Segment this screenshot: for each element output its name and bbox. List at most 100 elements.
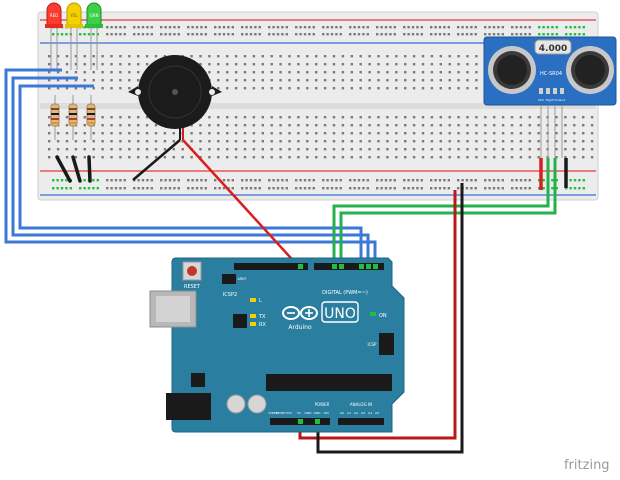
- breadboard-hole: [258, 187, 261, 190]
- breadboard-hole: [359, 116, 362, 119]
- breadboard-hole: [439, 132, 442, 135]
- breadboard-hole: [564, 116, 567, 119]
- breadboard-hole: [297, 79, 300, 82]
- led-yellow-base: [65, 24, 83, 28]
- breadboard-hole: [110, 140, 113, 143]
- breadboard-hole: [466, 124, 469, 127]
- breadboard-hole: [106, 26, 109, 29]
- breadboard-hole: [412, 55, 416, 58]
- breadboard-hole: [128, 79, 131, 82]
- breadboard-hole: [501, 187, 504, 190]
- breadboard-hole: [434, 33, 437, 36]
- breadboard-hole: [119, 26, 122, 29]
- breadboard-hole: [341, 148, 345, 151]
- breadboard-hole: [48, 132, 51, 135]
- breadboard-hole: [83, 71, 86, 74]
- breadboard-hole: [466, 87, 469, 90]
- breadboard-hole: [377, 124, 380, 127]
- breadboard-hole: [384, 26, 388, 29]
- breadboard-hole: [245, 33, 248, 36]
- breadboard-hole: [217, 55, 220, 58]
- breadboard-hole: [110, 132, 113, 135]
- breadboard-hole: [332, 124, 336, 127]
- breadboard-hole: [492, 26, 496, 29]
- breadboard-hole: [252, 156, 256, 159]
- breadboard-hole: [297, 156, 300, 159]
- breadboard-hole: [448, 55, 451, 58]
- breadboard-hole: [421, 148, 425, 151]
- breadboard-hole: [217, 116, 220, 119]
- breadboard-hole: [74, 63, 78, 66]
- breadboard-hole: [332, 132, 336, 135]
- breadboard-hole: [288, 79, 291, 82]
- breadboard-hole: [395, 55, 398, 58]
- on-label: ON: [379, 313, 387, 319]
- breadboard-hole: [357, 26, 361, 29]
- breadboard-hole: [69, 187, 72, 190]
- breadboard-hole: [564, 132, 567, 135]
- breadboard-hole: [306, 87, 309, 90]
- breadboard-hole: [200, 26, 203, 29]
- breadboard-hole: [270, 148, 273, 151]
- breadboard-hole: [92, 140, 95, 143]
- breadboard-hole: [466, 55, 469, 58]
- breadboard-hole: [335, 33, 338, 36]
- breadboard-hole: [466, 148, 469, 151]
- breadboard-hole: [56, 140, 60, 143]
- breadboard-hole: [475, 116, 478, 119]
- breadboard-hole: [199, 132, 202, 135]
- breadboard-hole: [177, 33, 180, 36]
- breadboard-hole: [204, 187, 207, 190]
- breadboard-hole: [465, 33, 469, 36]
- breadboard-hole: [582, 179, 585, 182]
- breadboard-hole: [56, 63, 60, 66]
- breadboard-hole: [395, 140, 398, 143]
- breadboard-hole: [110, 71, 113, 74]
- breadboard-hole: [110, 116, 113, 119]
- breadboard-hole: [101, 140, 104, 143]
- breadboard-hole: [350, 79, 353, 82]
- breadboard-hole: [56, 33, 59, 36]
- breadboard-hole: [150, 187, 153, 190]
- resistors: [50, 95, 96, 140]
- breadboard-hole: [447, 33, 450, 36]
- digital-header-right: [314, 263, 384, 270]
- breadboard-hole: [403, 179, 406, 182]
- breadboard-hole: [199, 156, 202, 159]
- breadboard-hole: [501, 124, 505, 127]
- breadboard-hole: [359, 148, 362, 151]
- breadboard-hole: [501, 156, 505, 159]
- breadboard-hole: [393, 26, 396, 29]
- breadboard-hole: [412, 71, 416, 74]
- breadboard-hole: [551, 187, 554, 190]
- breadboard-hole: [339, 179, 342, 182]
- breadboard-hole: [261, 140, 264, 143]
- breadboard-hole: [412, 132, 416, 135]
- breadboard-hole: [528, 140, 531, 143]
- breadboard-hole: [551, 33, 554, 36]
- breadboard-hole: [322, 179, 325, 182]
- breadboard-hole: [195, 179, 199, 182]
- breadboard-hole: [380, 26, 383, 29]
- breadboard-hole: [145, 148, 149, 151]
- breadboard-hole: [114, 179, 118, 182]
- breadboard-hole: [511, 187, 514, 190]
- breadboard-hole: [448, 116, 451, 119]
- breadboard-hole: [299, 33, 302, 36]
- breadboard-hole: [493, 124, 496, 127]
- breadboard-hole: [137, 55, 140, 58]
- breadboard-hole: [315, 116, 318, 119]
- breadboard-hole: [386, 116, 389, 119]
- breadboard-hole: [542, 33, 545, 36]
- breadboard-hole: [438, 33, 442, 36]
- breadboard-hole: [281, 33, 284, 36]
- breadboard-hole: [377, 87, 380, 90]
- breadboard-hole: [546, 26, 550, 29]
- breadboard-hole: [519, 187, 523, 190]
- breadboard-hole: [303, 187, 307, 190]
- breadboard-hole: [308, 179, 311, 182]
- breadboard-hole: [457, 156, 460, 159]
- breadboard-hole: [110, 63, 113, 66]
- breadboard-hole: [306, 132, 309, 135]
- breadboard-hole: [297, 87, 300, 90]
